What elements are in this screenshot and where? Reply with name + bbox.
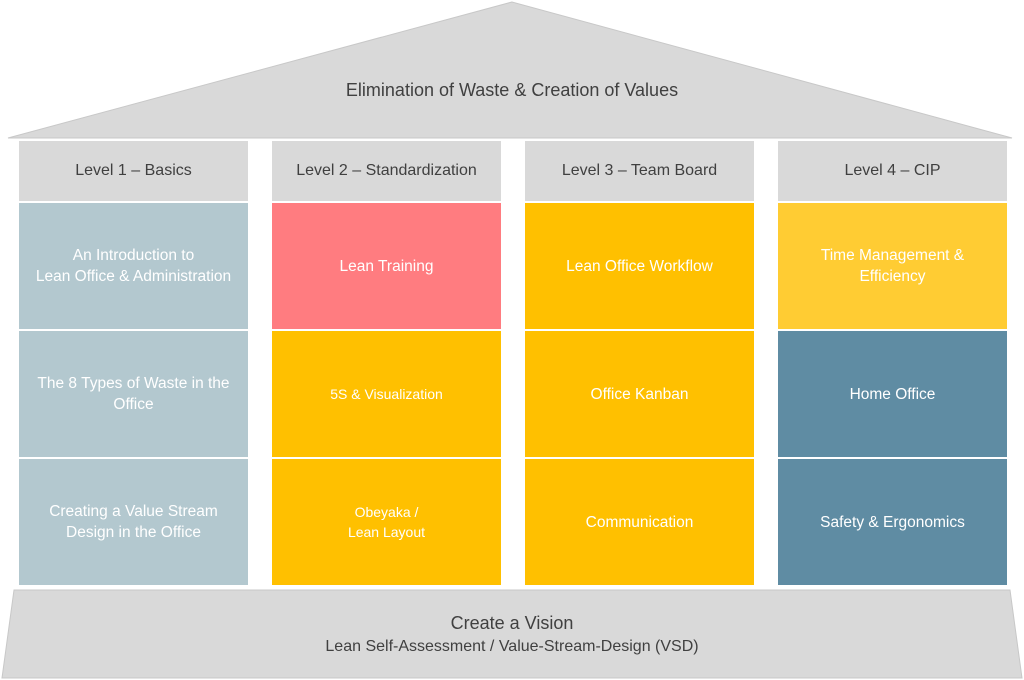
pillar-header: Level 2 – Standardization xyxy=(272,141,501,201)
pillar-cell: An Introduction to Lean Office & Adminis… xyxy=(19,203,248,329)
pillar-cell: Time Management & Efficiency xyxy=(778,203,1007,329)
foundation-title: Create a Vision xyxy=(450,613,574,633)
pillar-cell: Lean Training xyxy=(272,203,501,329)
pillar-header: Level 3 – Team Board xyxy=(525,141,754,201)
pillar-cell: Obeyaka / Lean Layout xyxy=(272,459,501,585)
pillar-level-3: Level 3 – Team Board Lean Office Workflo… xyxy=(525,141,754,585)
pillar-level-1: Level 1 – Basics An Introduction to Lean… xyxy=(19,141,248,585)
pillar-cell: Home Office xyxy=(778,331,1007,457)
pillar-cell: Communication xyxy=(525,459,754,585)
pillar-cell: Lean Office Workflow xyxy=(525,203,754,329)
pillar-cell: Office Kanban xyxy=(525,331,754,457)
pillar-cell: 5S & Visualization xyxy=(272,331,501,457)
pillar-level-4: Level 4 – CIP Time Management & Efficien… xyxy=(778,141,1007,585)
pillar-header: Level 1 – Basics xyxy=(19,141,248,201)
pillar-header: Level 4 – CIP xyxy=(778,141,1007,201)
pillar-cell: The 8 Types of Waste in the Office xyxy=(19,331,248,457)
roof xyxy=(7,1,1013,139)
foundation xyxy=(1,589,1023,679)
pillar-cell: Creating a Value Stream Design in the Of… xyxy=(19,459,248,585)
foundation-subtitle: Lean Self-Assessment / Value-Stream-Desi… xyxy=(325,638,699,655)
roof-title: Elimination of Waste & Creation of Value… xyxy=(345,80,679,100)
pillar-level-2: Level 2 – Standardization Lean Training … xyxy=(272,141,501,585)
pillar-cell: Safety & Ergonomics xyxy=(778,459,1007,585)
